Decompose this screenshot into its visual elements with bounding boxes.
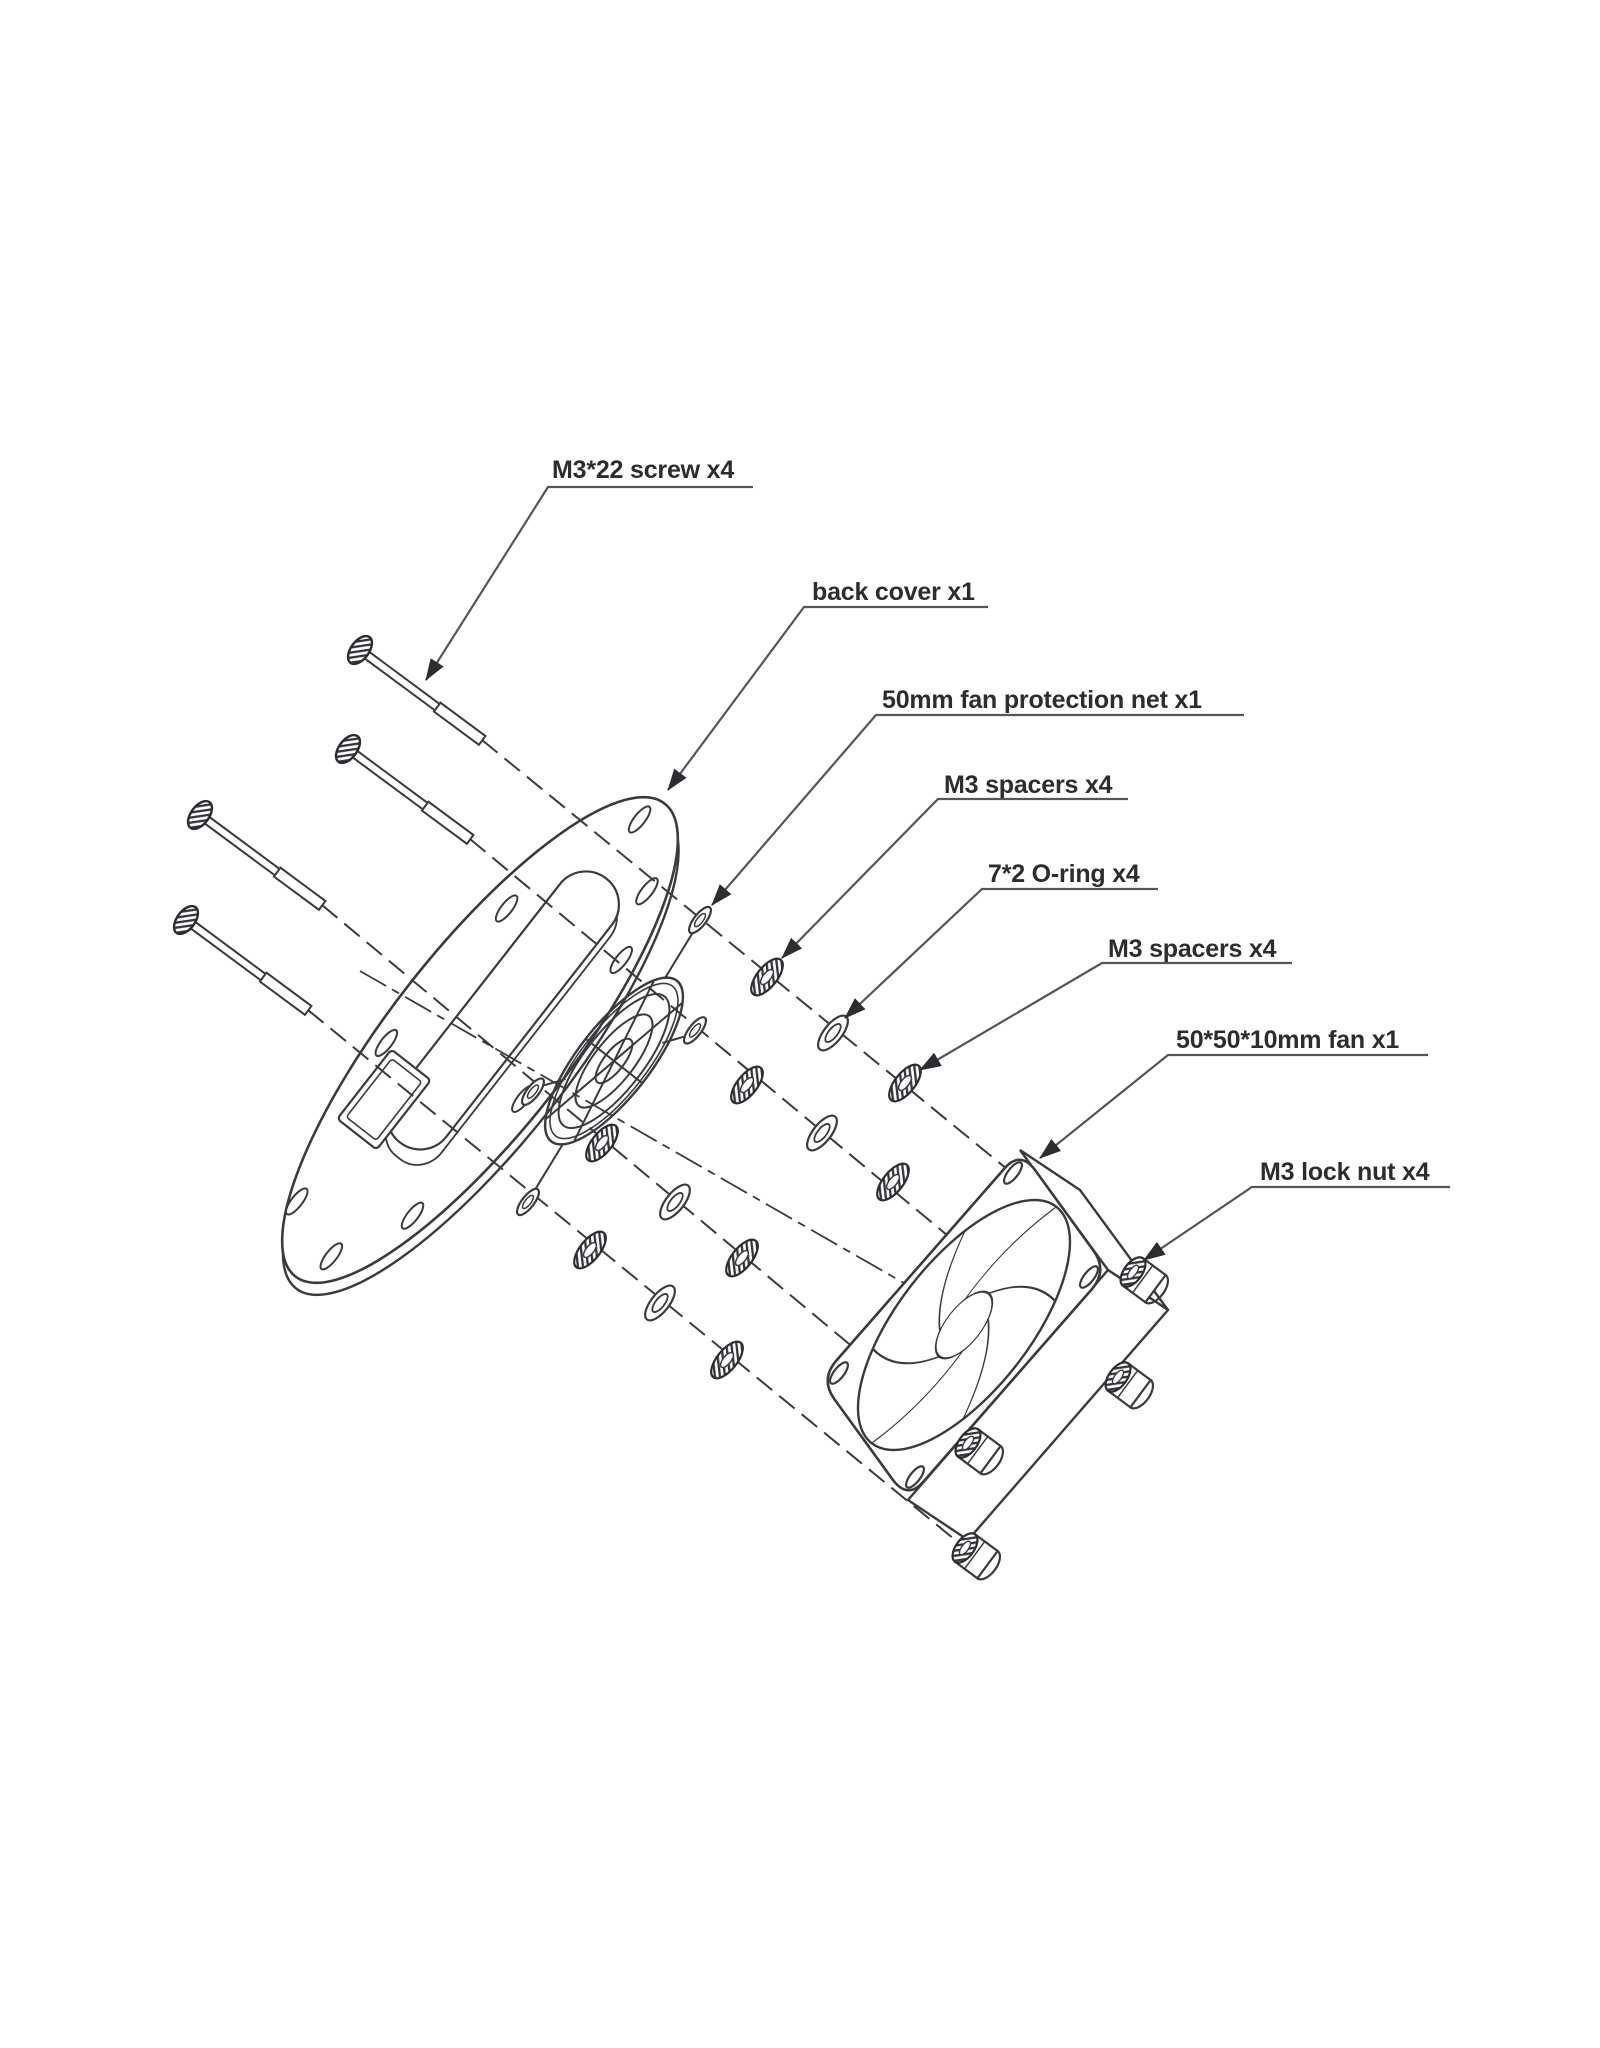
spacer-m3: [585, 1123, 619, 1163]
screw-m3x22-2: [334, 733, 475, 846]
spacer-m3: [730, 1065, 764, 1105]
spacer-m3: [750, 957, 784, 997]
fan-corner-holes: [828, 1161, 1100, 1489]
leader-back-cover: [667, 605, 988, 791]
lock-nut-m3-2: [1104, 1361, 1155, 1410]
lock-nut-m3-3: [954, 1427, 1005, 1476]
o-ring-7x2: [806, 1114, 838, 1152]
leader-net: [711, 713, 1244, 906]
spacer-m3: [573, 1230, 607, 1270]
o-ring-7x2: [817, 1014, 849, 1052]
lock-nut-m3-4: [951, 1532, 1002, 1581]
screw-m3x22-3: [186, 799, 327, 912]
leader-spacers-1: [781, 797, 1128, 959]
back-cover: [280, 795, 680, 1297]
spacer-m3: [710, 1340, 744, 1380]
screw-head: [172, 904, 200, 936]
fan-front-face: [826, 1158, 1102, 1492]
spacer-m3: [888, 1063, 922, 1103]
o-ring-7x2: [659, 1183, 691, 1221]
leader-fan: [1039, 1053, 1428, 1159]
fan-protection-net: [515, 905, 713, 1217]
label-back-cover: back cover x1: [812, 578, 975, 606]
net-corner-eyelets: [515, 905, 713, 1217]
leader-oring: [844, 887, 1158, 1019]
o-ring-7x2: [644, 1284, 676, 1322]
label-fan: 50*50*10mm fan x1: [1176, 1026, 1399, 1054]
label-net: 50mm fan protection net x1: [882, 686, 1202, 714]
label-spacers-2: M3 spacers x4: [1108, 935, 1277, 963]
screw-m3x22-1: [346, 634, 487, 747]
fan-blade-assembly: [856, 1198, 1072, 1452]
screw-head: [186, 799, 214, 831]
part-labels: M3*22 screw x4 back cover x1 50mm fan pr…: [552, 456, 1430, 1186]
screw-head: [346, 634, 374, 666]
leader-lines: [425, 485, 1450, 1261]
center-axis-line: [359, 970, 931, 1299]
lock-nut-m3-1: [1119, 1256, 1170, 1305]
leader-spacers-2: [919, 961, 1292, 1071]
leader-lock-nut: [1143, 1185, 1450, 1261]
screw-head: [334, 733, 362, 765]
axis-line-4: [307, 1009, 966, 1549]
label-oring: 7*2 O-ring x4: [988, 860, 1140, 888]
label-spacers-1: M3 spacers x4: [944, 771, 1113, 799]
leader-screw: [425, 485, 753, 681]
label-screw: M3*22 screw x4: [552, 456, 734, 484]
screw-m3x22-4: [172, 904, 313, 1017]
label-lock-nut: M3 lock nut x4: [1260, 1158, 1430, 1186]
back-cover-center-opening: [386, 870, 620, 1151]
net-spokes: [544, 980, 684, 1142]
back-cover-cable-slot: [337, 1049, 431, 1150]
fan-50x50x10: [826, 1149, 1170, 1542]
spacer-m3: [876, 1162, 910, 1202]
spacer-m3: [725, 1238, 759, 1278]
